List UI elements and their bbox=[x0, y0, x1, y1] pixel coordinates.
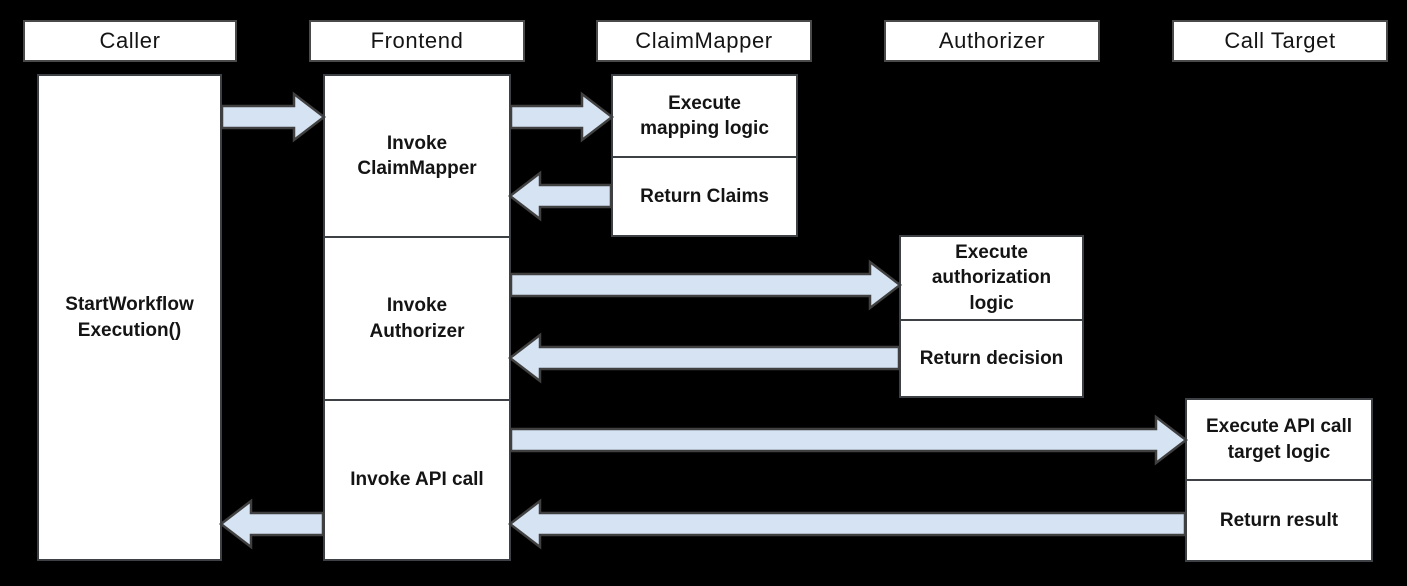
arrow-caller-to-frontend bbox=[220, 91, 327, 143]
authorizer-activation-box: Execute authorization logic Return decis… bbox=[899, 235, 1084, 398]
calltarget-step-execute-api-call: Execute API call target logic bbox=[1205, 416, 1353, 463]
arrow-frontend-to-claimmapper bbox=[509, 91, 615, 143]
lane-header-caller: Caller bbox=[23, 20, 237, 62]
frontend-step-invoke-api-call: Invoke API call bbox=[325, 399, 509, 559]
authorizer-step-return-decision: Return decision bbox=[901, 319, 1082, 396]
lane-header-authorizer: Authorizer bbox=[884, 20, 1100, 62]
frontend-activation-box: Invoke ClaimMapper Invoke Authorizer Inv… bbox=[323, 74, 511, 561]
caller-activation-label: StartWorkflow Execution() bbox=[65, 294, 194, 341]
arrow-frontend-to-calltarget bbox=[509, 414, 1189, 466]
arrow-claimmapper-to-frontend bbox=[507, 170, 613, 222]
lane-header-calltarget: Call Target bbox=[1172, 20, 1388, 62]
calltarget-activation-box: Execute API call target logic Return res… bbox=[1185, 398, 1373, 562]
lane-header-frontend: Frontend bbox=[309, 20, 525, 62]
arrow-calltarget-to-frontend bbox=[507, 498, 1187, 550]
lane-header-claimmapper: ClaimMapper bbox=[596, 20, 812, 62]
claimmapper-activation-box: Execute mapping logic Return Claims bbox=[611, 74, 798, 237]
claimmapper-step-return-claims: Return Claims bbox=[613, 156, 796, 235]
frontend-step-invoke-claimmapper: Invoke ClaimMapper bbox=[357, 132, 477, 179]
calltarget-step-return-result: Return result bbox=[1187, 479, 1371, 560]
arrow-frontend-to-authorizer bbox=[509, 259, 903, 311]
caller-activation-box: StartWorkflow Execution() bbox=[37, 74, 222, 561]
frontend-step-invoke-authorizer: Invoke Authorizer bbox=[325, 236, 509, 399]
claimmapper-step-execute-mapping: Execute mapping logic bbox=[640, 92, 769, 139]
arrow-authorizer-to-frontend bbox=[507, 332, 901, 384]
arrow-frontend-to-caller bbox=[218, 498, 325, 550]
authorizer-step-execute-authorization: Execute authorization logic bbox=[931, 242, 1052, 314]
